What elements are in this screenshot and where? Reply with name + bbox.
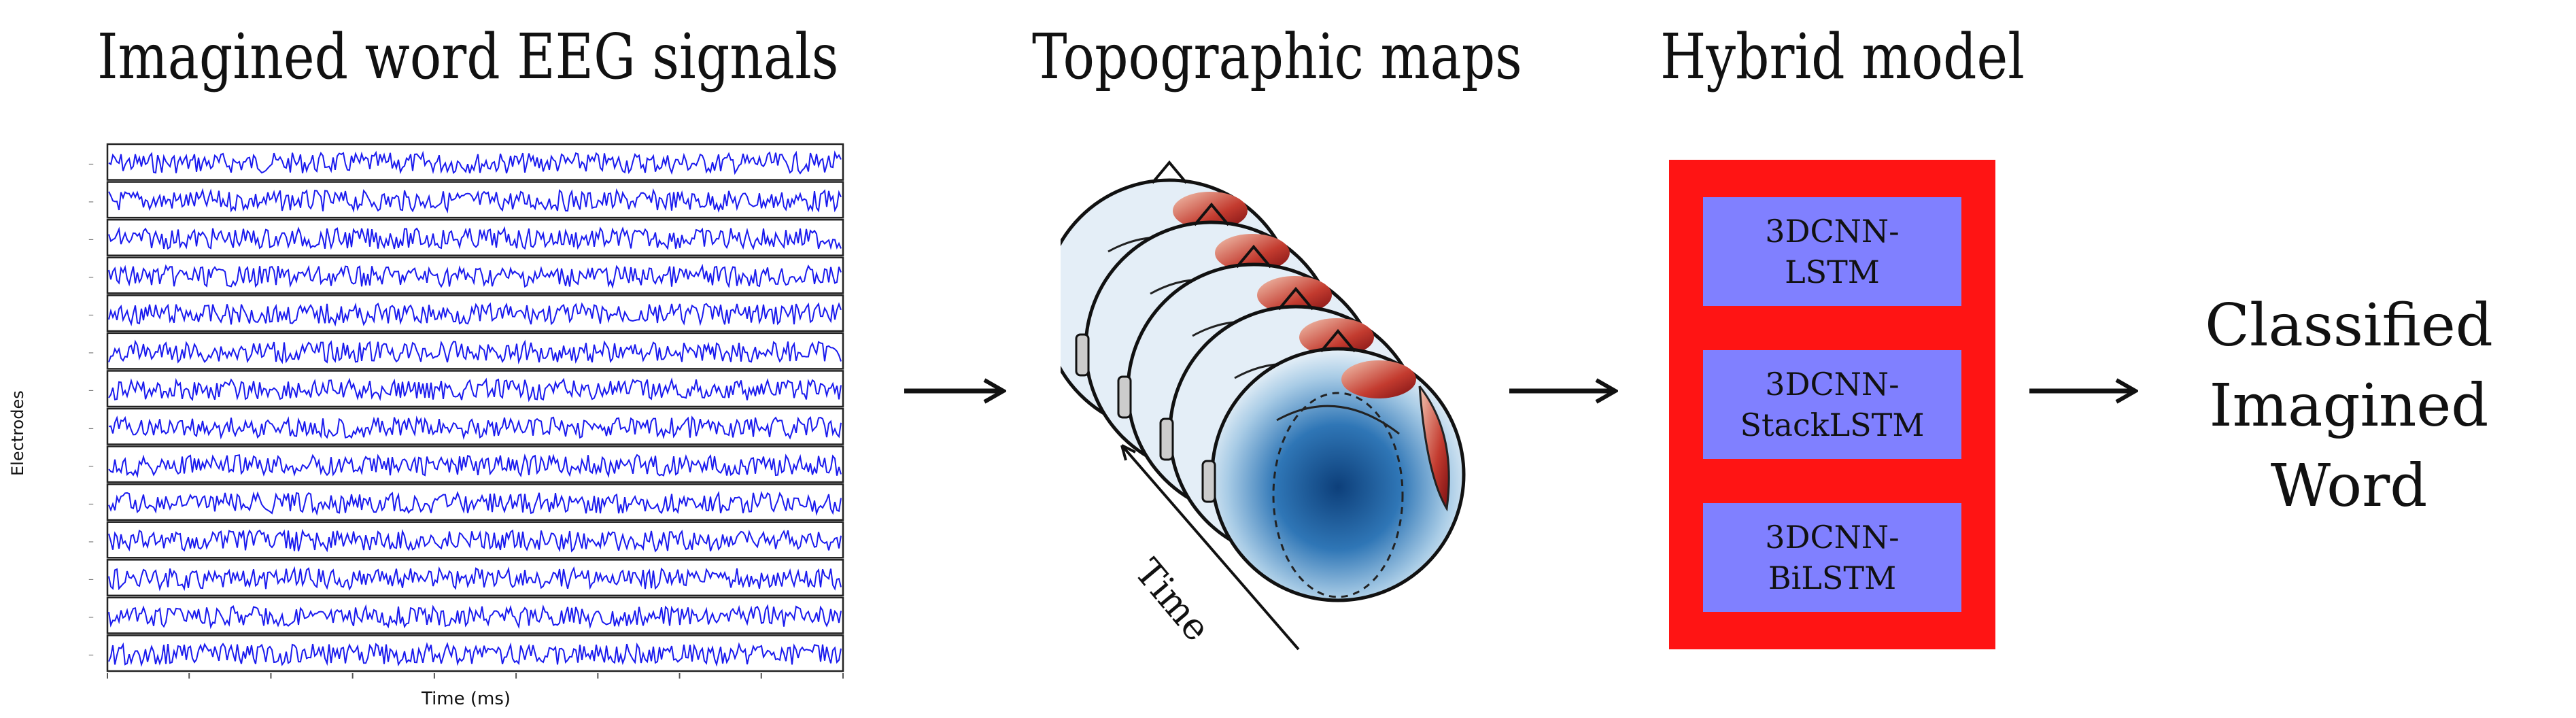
eeg-channel-frame (106, 634, 844, 672)
eeg-title: Imagined word EEG signals (97, 20, 839, 93)
hybrid-model-box: 3DCNN- LSTM 3DCNN- StackLSTM 3DCNN- BiLS… (1669, 160, 1995, 649)
eeg-channel-frame (106, 143, 844, 181)
eeg-signal-trace (108, 604, 842, 630)
topo-title: Topographic maps (1032, 20, 1522, 93)
eeg-signal-trace (108, 226, 842, 250)
eeg-channel-tick: – (88, 383, 94, 396)
eeg-channel-frame (106, 407, 844, 445)
eeg-y-axis-label: Electrodes (8, 390, 27, 476)
arrow-eeg-to-topo (904, 378, 1006, 404)
eeg-channel-tick: – (88, 572, 94, 585)
arrow-model-to-output (2029, 378, 2138, 404)
eeg-channel-frame (106, 445, 844, 483)
arrow-topo-to-model (1509, 378, 1618, 404)
eeg-channel-tick: – (88, 346, 94, 359)
eeg-channel-tick: – (88, 459, 94, 472)
eeg-channel-frame (106, 294, 844, 332)
eeg-channel-frame (106, 596, 844, 634)
eeg-signal-trace (108, 642, 842, 668)
output-label: Classified Imagined Word (2205, 292, 2493, 520)
model-3dcnn-bilstm: 3DCNN- BiLSTM (1703, 503, 1961, 612)
eeg-channel-frame (106, 370, 844, 408)
topographic-maps-stack (1061, 160, 1466, 651)
topo-map (1201, 328, 1466, 602)
eeg-channel-tick: – (88, 308, 94, 321)
model-3dcnn-lstm: 3DCNN- LSTM (1703, 197, 1961, 306)
eeg-x-axis-label: Time (ms) (422, 689, 511, 709)
time-axis-arrowhead (1120, 444, 1136, 461)
eeg-signal-trace (108, 377, 842, 403)
eeg-signal-trace (108, 150, 842, 175)
time-axis-line (1120, 444, 1300, 651)
eeg-channel-tick: – (88, 233, 94, 245)
eeg-signal-trace (108, 566, 842, 592)
eeg-signal-trace (108, 263, 842, 290)
eeg-channel-tick: – (88, 648, 94, 661)
eeg-signal-trace (108, 339, 842, 364)
eeg-channel-tick: – (88, 497, 94, 510)
eeg-channel-frame (106, 256, 844, 294)
eeg-channel-tick: – (88, 194, 94, 207)
eeg-channel-frame (106, 332, 844, 370)
eeg-channel-tick: – (88, 535, 94, 548)
eeg-signal-trace (108, 490, 842, 516)
eeg-channel-tick: – (88, 611, 94, 623)
eeg-channel-tick: – (88, 157, 94, 170)
model-title: Hybrid model (1660, 20, 2025, 93)
eeg-channel-frame (106, 483, 844, 521)
eeg-channel-frame (106, 218, 844, 256)
eeg-channel-frame (106, 181, 844, 219)
eeg-channel-tick: – (88, 271, 94, 284)
eeg-signal-trace (108, 188, 842, 213)
eeg-signal-trace (108, 453, 842, 479)
eeg-channel-tick: – (88, 422, 94, 434)
eeg-signal-trace (108, 302, 842, 327)
eeg-signals-plot: – – – – – – – – – – – – – – (88, 143, 844, 679)
eeg-signal-trace (108, 415, 842, 441)
eeg-channel-frame (106, 559, 844, 597)
eeg-signal-trace (108, 528, 842, 553)
model-3dcnn-stacklstm: 3DCNN- StackLSTM (1703, 350, 1961, 459)
eeg-channel-frame (106, 521, 844, 559)
